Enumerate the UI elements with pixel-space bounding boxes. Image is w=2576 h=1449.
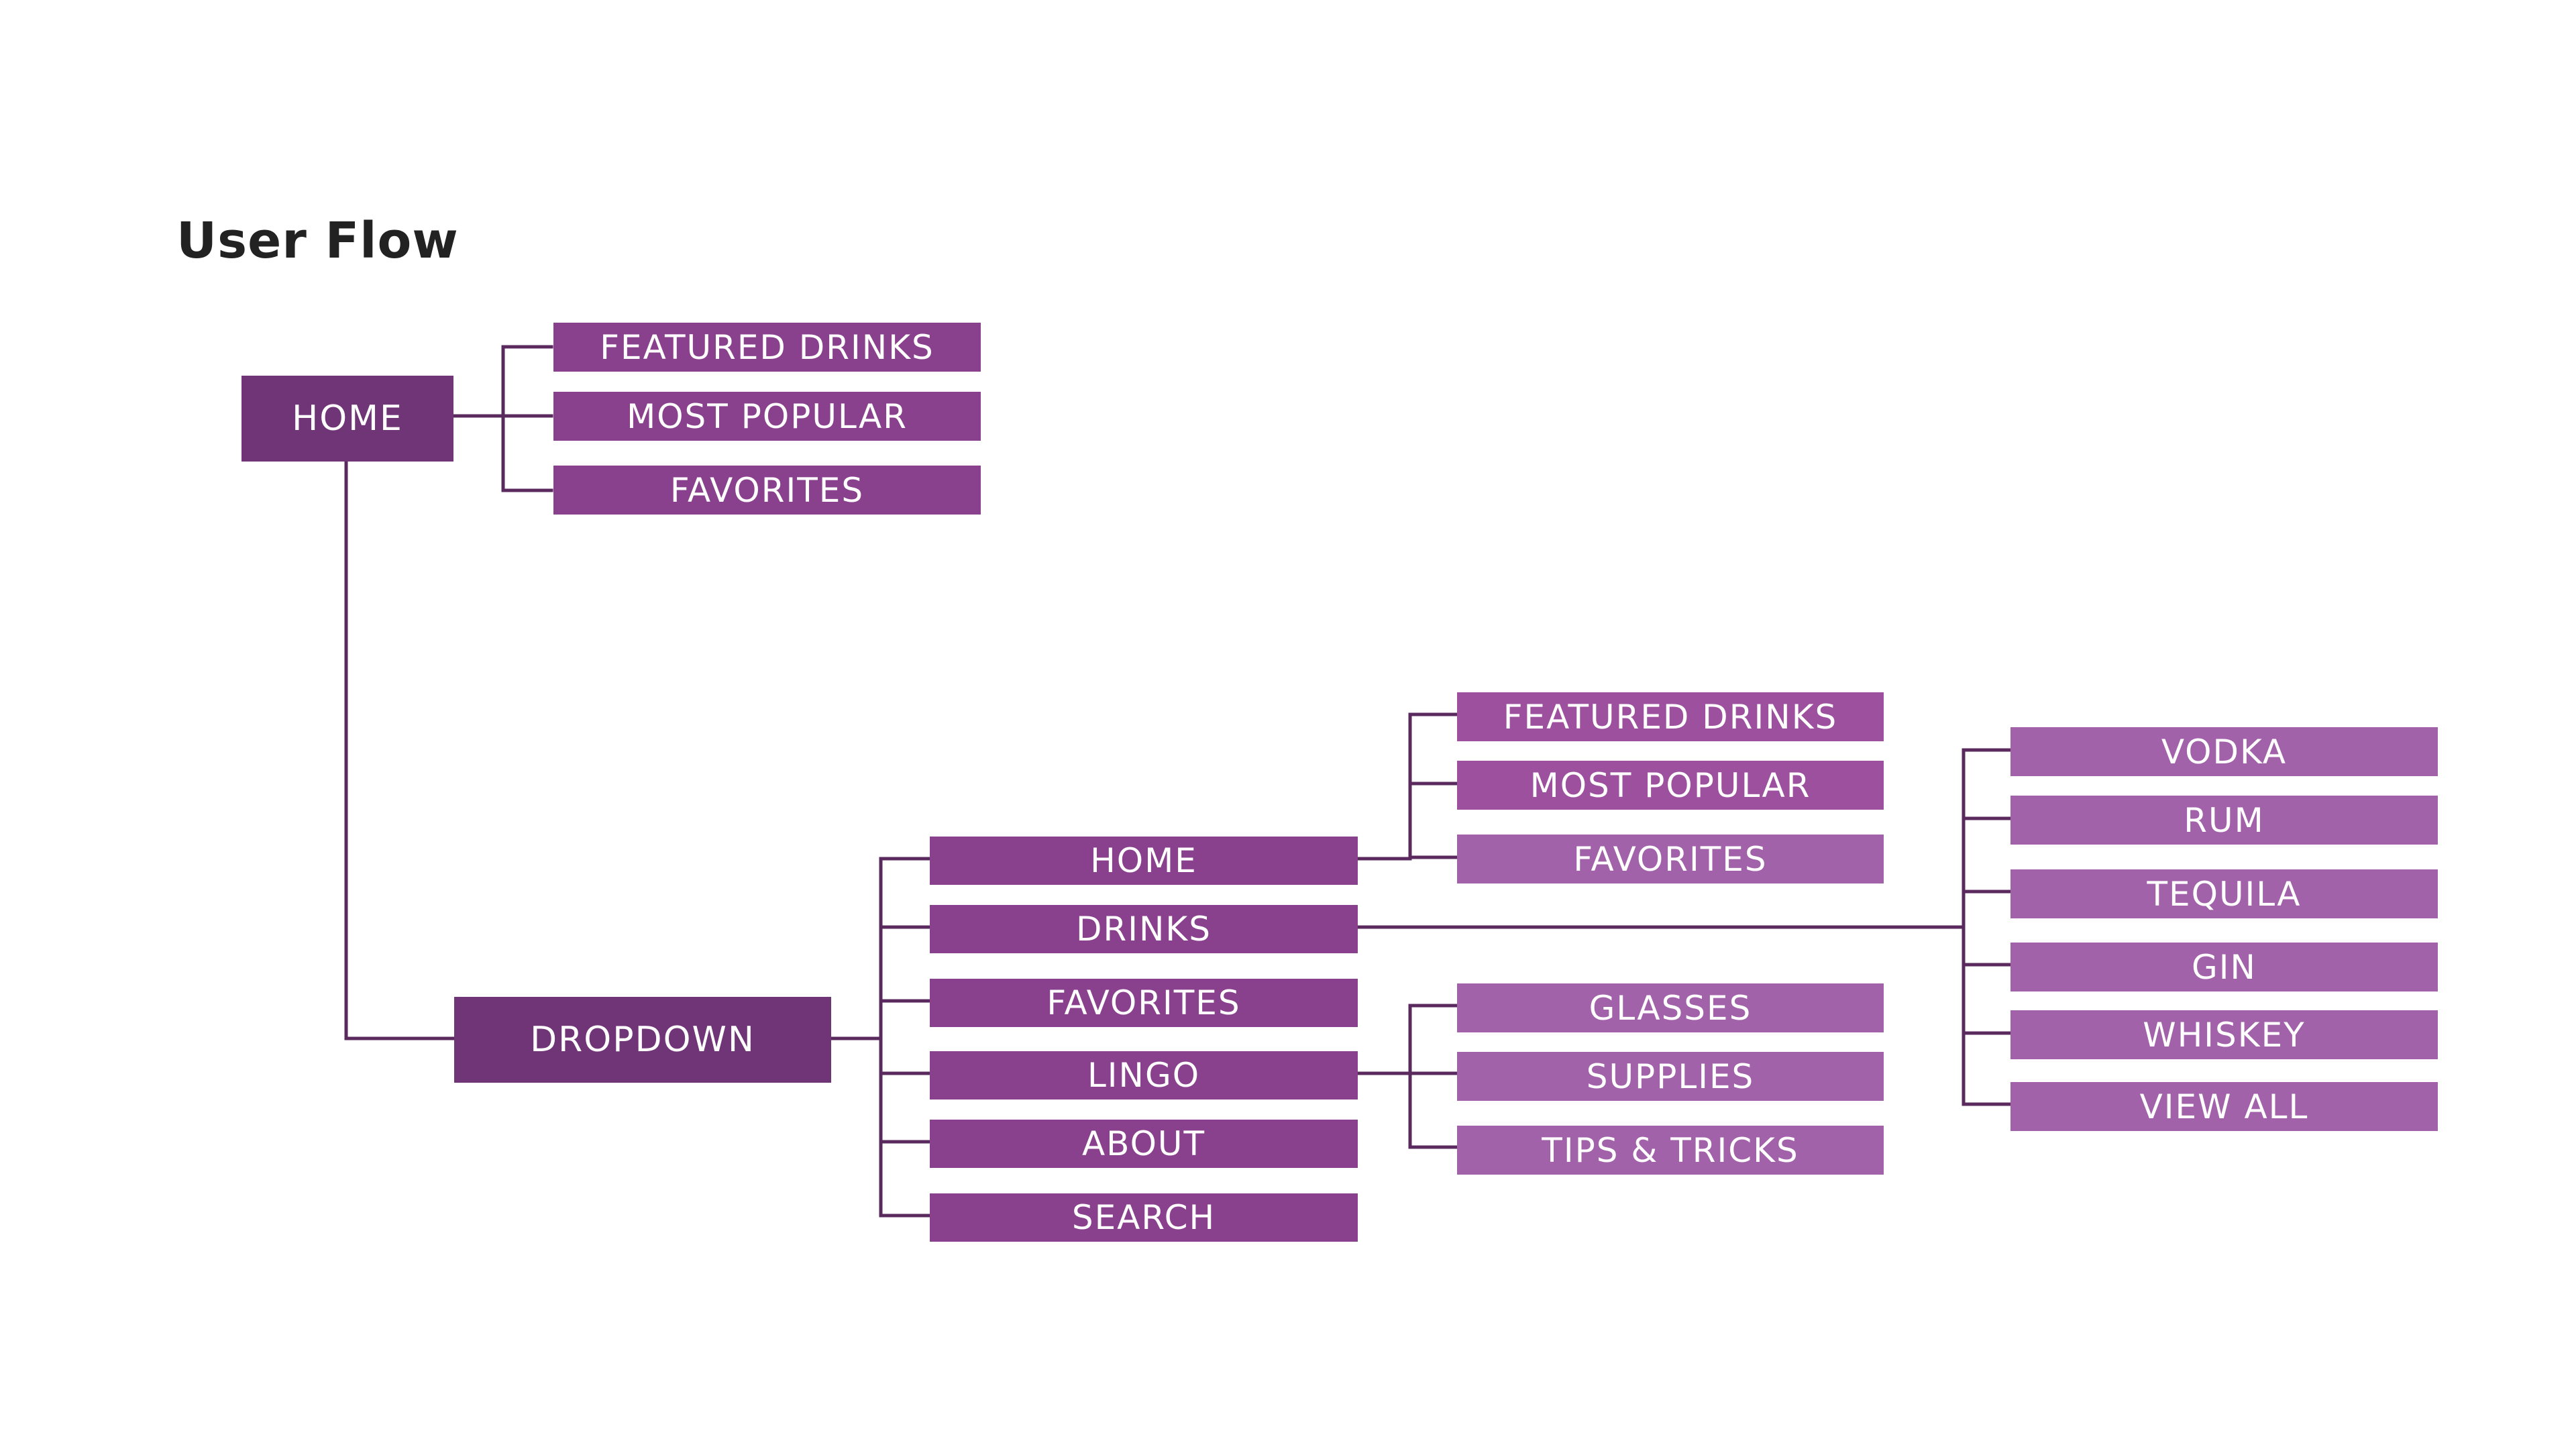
drinks-vodka-node[interactable]: VODKA [2010,727,2438,776]
menu-search-node[interactable]: SEARCH [930,1193,1358,1242]
drinks-rum-node[interactable]: RUM [2010,796,2438,845]
lingo-glasses-node[interactable]: GLASSES [1457,983,1884,1032]
lingo-connector [1354,1004,1459,1149]
menu-home-connector [1354,712,1459,861]
drinks-connector [1354,748,2012,1106]
menu-home-featured-drinks-node[interactable]: FEATURED DRINKS [1457,692,1884,741]
home-most-popular-node[interactable]: MOST POPULAR [553,392,981,441]
home-favorites-node[interactable]: FAVORITES [553,466,981,515]
menu-home-most-popular-node[interactable]: MOST POPULAR [1457,761,1884,810]
dropdown-menu-connector [827,857,930,1218]
menu-favorites-node[interactable]: FAVORITES [930,979,1358,1027]
menu-drinks-node[interactable]: DRINKS [930,905,1358,953]
home-featured-drinks-node[interactable]: FEATURED DRINKS [553,323,981,372]
menu-about-node[interactable]: ABOUT [930,1120,1358,1168]
menu-home-favorites-node[interactable]: FAVORITES [1457,835,1884,883]
home-root-node[interactable]: HOME [241,376,453,462]
drinks-whiskey-node[interactable]: WHISKEY [2010,1010,2438,1059]
drinks-view-all-node[interactable]: VIEW ALL [2010,1082,2438,1131]
page-title: User Flow [176,212,459,270]
drinks-tequila-node[interactable]: TEQUILA [2010,869,2438,918]
dropdown-root-node[interactable]: DROPDOWN [454,997,831,1083]
home-connector [449,345,553,492]
menu-lingo-node[interactable]: LINGO [930,1051,1358,1099]
home-dropdown-connector [344,458,456,1040]
lingo-tips-tricks-node[interactable]: TIPS & TRICKS [1457,1126,1884,1175]
lingo-supplies-node[interactable]: SUPPLIES [1457,1052,1884,1101]
drinks-gin-node[interactable]: GIN [2010,943,2438,991]
menu-home-node[interactable]: HOME [930,837,1358,885]
